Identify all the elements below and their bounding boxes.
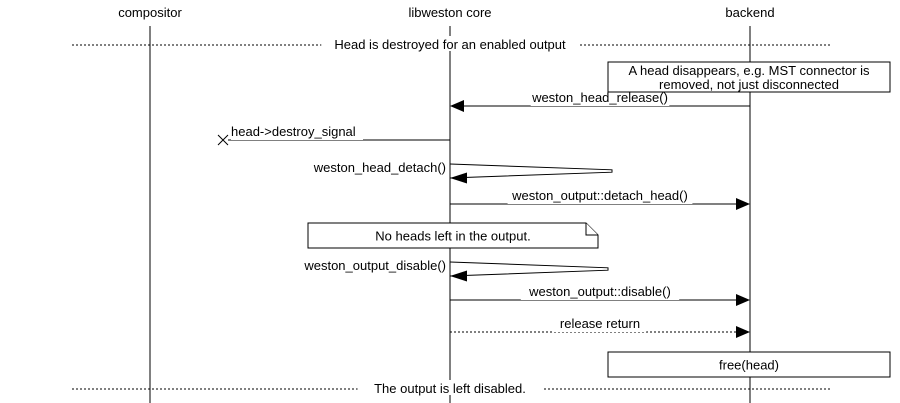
msg-weston-head-release[interactable]: weston_head_release() [450, 90, 750, 112]
note-no-heads-left-box [307, 222, 599, 249]
note-free-head-line: free(head) [719, 358, 779, 373]
msg-release-return[interactable]: release return [450, 316, 750, 338]
msg-release-return-arrowhead [736, 326, 750, 338]
msg-weston-output-detach-head-arrowhead [736, 198, 750, 210]
msg-weston-head-detach[interactable]: weston_head_detach() [313, 160, 613, 184]
msg-weston-output-disable-wedge [449, 261, 609, 277]
separator-bottom: The output is left disabled. [72, 380, 830, 396]
msg-head-destroy-signal-label-bg [231, 125, 363, 140]
lifelines-layer: compositor libweston core backend [118, 5, 775, 403]
msg-head-destroy-signal-lost-x-icon [217, 134, 229, 146]
msg-weston-output-disable-backend-label-bg [520, 285, 680, 300]
msg-weston-head-release-arrowhead [450, 100, 464, 112]
msg-weston-output-disable-backend[interactable]: weston_output::disable() [450, 284, 750, 306]
msg-weston-head-detach-label: weston_head_detach() [313, 160, 446, 175]
msg-weston-output-disable-backend-arrowhead [736, 294, 750, 306]
note-head-disappears-line: removed, not just disconnected [659, 77, 839, 92]
msg-weston-output-detach-head-label: weston_output::detach_head() [511, 188, 688, 203]
note-head-disappears-line: A head disappears, e.g. MST connector is [628, 63, 870, 78]
notes-layer: A head disappears, e.g. MST connector is… [307, 61, 891, 378]
msg-weston-output-disable-label-bg [294, 259, 446, 274]
note-free-head-box [607, 351, 891, 378]
note-head-disappears-box [607, 61, 891, 93]
msg-head-destroy-signal-label: head->destroy_signal [231, 124, 356, 139]
msg-weston-head-detach-label-bg [314, 161, 446, 176]
note-head-disappears: A head disappears, e.g. MST connector is… [607, 61, 891, 93]
separator-bottom-label-bg [357, 380, 543, 395]
lifeline-title-libweston-core: libweston core [408, 5, 491, 20]
separator-top-label-bg [321, 36, 579, 51]
msg-weston-head-detach-wedge [449, 163, 613, 179]
separator-top: Head is destroyed for an enabled output [72, 36, 830, 52]
msg-release-return-label: release return [560, 316, 640, 331]
msg-weston-output-detach-head[interactable]: weston_output::detach_head() [450, 188, 750, 210]
msg-head-destroy-signal[interactable]: head->destroy_signal [217, 124, 450, 146]
note-free-head: free(head) [607, 351, 891, 378]
lifeline-libweston-core: libweston core [408, 5, 492, 403]
msg-weston-output-disable-backend-label: weston_output::disable() [528, 284, 671, 299]
msg-weston-output-detach-head-label-bg [507, 189, 693, 204]
messages-layer: weston_head_release() head->destroy_signa… [217, 90, 750, 338]
lifeline-title-compositor: compositor [118, 5, 182, 20]
msg-weston-output-disable-arrowhead [450, 270, 467, 282]
msg-release-return-label-bg [553, 317, 647, 332]
separators-layer: Head is destroyed for an enabled outputT… [72, 36, 830, 396]
note-no-heads-left-line: No heads left in the output. [375, 229, 530, 244]
separator-top-label: Head is destroyed for an enabled output [334, 37, 566, 52]
msg-weston-head-detach-arrowhead [450, 172, 467, 184]
note-no-heads-left: No heads left in the output. [307, 222, 599, 249]
msg-weston-output-disable-label: weston_output_disable() [303, 258, 446, 273]
separator-bottom-label: The output is left disabled. [374, 381, 526, 396]
msg-weston-head-release-label-bg [530, 91, 670, 106]
msg-weston-head-release-label: weston_head_release() [531, 90, 668, 105]
lifeline-title-backend: backend [725, 5, 774, 20]
lifeline-compositor: compositor [118, 5, 182, 403]
note-no-heads-left-fold-icon [585, 223, 598, 236]
msg-weston-output-disable[interactable]: weston_output_disable() [294, 258, 609, 282]
